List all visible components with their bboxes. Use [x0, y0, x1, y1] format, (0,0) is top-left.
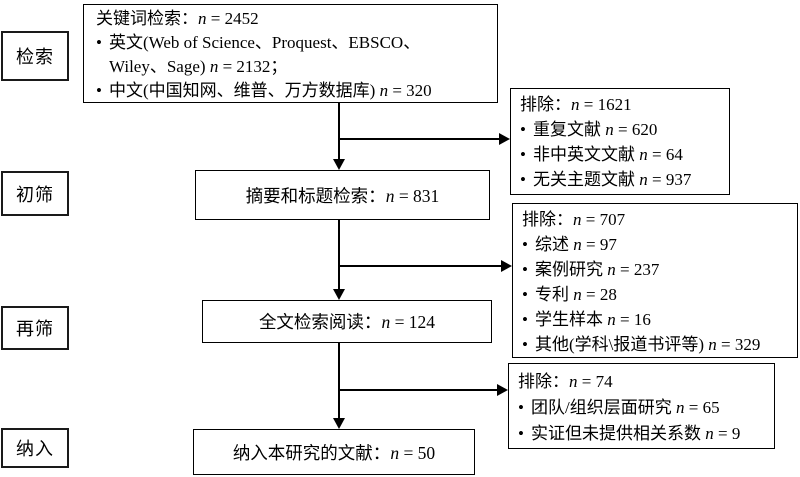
arrowhead-right-3 [497, 384, 508, 396]
list-item: • 重复文献 n = 620 [520, 117, 723, 142]
stage-label-initial-screen: 初筛 [16, 184, 54, 205]
list-item: • 非中英文文献 n = 64 [520, 142, 723, 167]
stage-box-included: 纳入 [1, 428, 69, 468]
connector-spine-1 [338, 103, 340, 160]
exclusion-1-item-2: 非中英文文献 n = 64 [533, 145, 683, 164]
list-item: • 学生样本 n = 16 [522, 307, 791, 332]
list-item: • 专利 n = 28 [522, 282, 791, 307]
exclusion-box-3: 排除：n = 74 • 团队/组织层面研究 n = 65 • 实证但未提供相关系… [508, 363, 775, 449]
flow-box-abstract-title: 摘要和标题检索：n = 831 [195, 170, 490, 220]
included-text: 纳入本研究的文献：n = 50 [232, 442, 436, 463]
stage-label-search: 检索 [16, 47, 54, 67]
exclusion-box-2: 排除：n = 707 • 综述 n = 97 • 案例研究 n = 237 • … [512, 203, 798, 358]
keyword-search-title: 关键词检索：n = 2452 [96, 9, 259, 28]
bullet-marker: • [520, 120, 526, 139]
flow-box-included: 纳入本研究的文献：n = 50 [193, 429, 475, 475]
bullet-marker: • [518, 424, 524, 443]
connector-spine-2 [338, 220, 340, 290]
connector-branch-1 [339, 138, 499, 140]
list-item: • 团队/组织层面研究 n = 65 [518, 395, 768, 421]
bullet-marker: • [522, 310, 528, 329]
exclusion-1-item-3: 无关主题文献 n = 937 [533, 170, 692, 189]
keyword-search-bullet-cn: • 中文(中国知网、维普、万方数据库) n = 320 [96, 79, 489, 103]
stage-box-initial-screen: 初筛 [1, 171, 69, 216]
stage-box-search: 检索 [1, 31, 69, 81]
exclusion-1-item-1: 重复文献 n = 620 [533, 120, 658, 139]
bullet-marker: • [522, 285, 528, 304]
bullet-marker: • [520, 145, 526, 164]
keyword-search-bullet-en: • 英文(Web of Science、Proquest、EBSCO、Wiley… [96, 31, 489, 79]
arrowhead-down-2 [333, 289, 345, 300]
keyword-search-bullet-en-text: 英文(Web of Science、Proquest、EBSCO、Wiley、S… [109, 33, 421, 76]
arrowhead-right-1 [499, 133, 510, 145]
connector-branch-3 [339, 389, 497, 391]
bullet-marker: • [518, 398, 524, 417]
exclusion-2-item-1: 综述 n = 97 [535, 235, 617, 254]
list-item: • 其他(学科\报道书评等) n = 329 [522, 332, 791, 357]
arrowhead-right-2 [501, 260, 512, 272]
bullet-marker: • [522, 235, 528, 254]
stage-box-rescreen: 再筛 [1, 306, 69, 350]
connector-spine-3 [338, 343, 340, 418]
exclusion-3-item-2: 实证但未提供相关系数 n = 9 [531, 424, 741, 443]
list-item: • 案例研究 n = 237 [522, 257, 791, 282]
connector-branch-2 [339, 265, 501, 267]
fulltext-text: 全文检索阅读：n = 124 [258, 312, 436, 332]
bullet-marker: • [522, 335, 528, 354]
list-item: • 综述 n = 97 [522, 232, 791, 257]
list-item: • 无关主题文献 n = 937 [520, 167, 723, 192]
exclusion-3-item-1: 团队/组织层面研究 n = 65 [531, 398, 720, 417]
exclusion-box-1: 排除：n = 1621 • 重复文献 n = 620 • 非中英文文献 n = … [510, 88, 730, 195]
abstract-title-text: 摘要和标题检索：n = 831 [245, 185, 440, 206]
exclusion-2-item-5: 其他(学科\报道书评等) n = 329 [535, 335, 761, 354]
bullet-marker: • [520, 170, 526, 189]
exclusion-2-item-3: 专利 n = 28 [535, 285, 617, 304]
arrowhead-down-1 [333, 159, 345, 170]
flow-box-keyword-search: 关键词检索：n = 2452 • 英文(Web of Science、Proqu… [83, 4, 498, 103]
bullet-marker: • [96, 81, 102, 100]
bullet-marker: • [96, 33, 102, 52]
exclusion-1-title: 排除：n = 1621 [520, 95, 632, 114]
stage-label-included: 纳入 [16, 439, 54, 459]
exclusion-3-title: 排除：n = 74 [518, 372, 613, 391]
exclusion-2-title: 排除：n = 707 [522, 210, 626, 229]
arrowhead-down-3 [333, 418, 345, 429]
bullet-marker: • [522, 260, 528, 279]
keyword-search-bullet-cn-text: 中文(中国知网、维普、万方数据库) n = 320 [109, 81, 432, 100]
exclusion-2-item-4: 学生样本 n = 16 [535, 310, 651, 329]
list-item: • 实证但未提供相关系数 n = 9 [518, 421, 768, 447]
exclusion-2-item-2: 案例研究 n = 237 [535, 260, 660, 279]
stage-label-rescreen: 再筛 [16, 319, 54, 339]
flow-box-fulltext: 全文检索阅读：n = 124 [202, 300, 492, 343]
